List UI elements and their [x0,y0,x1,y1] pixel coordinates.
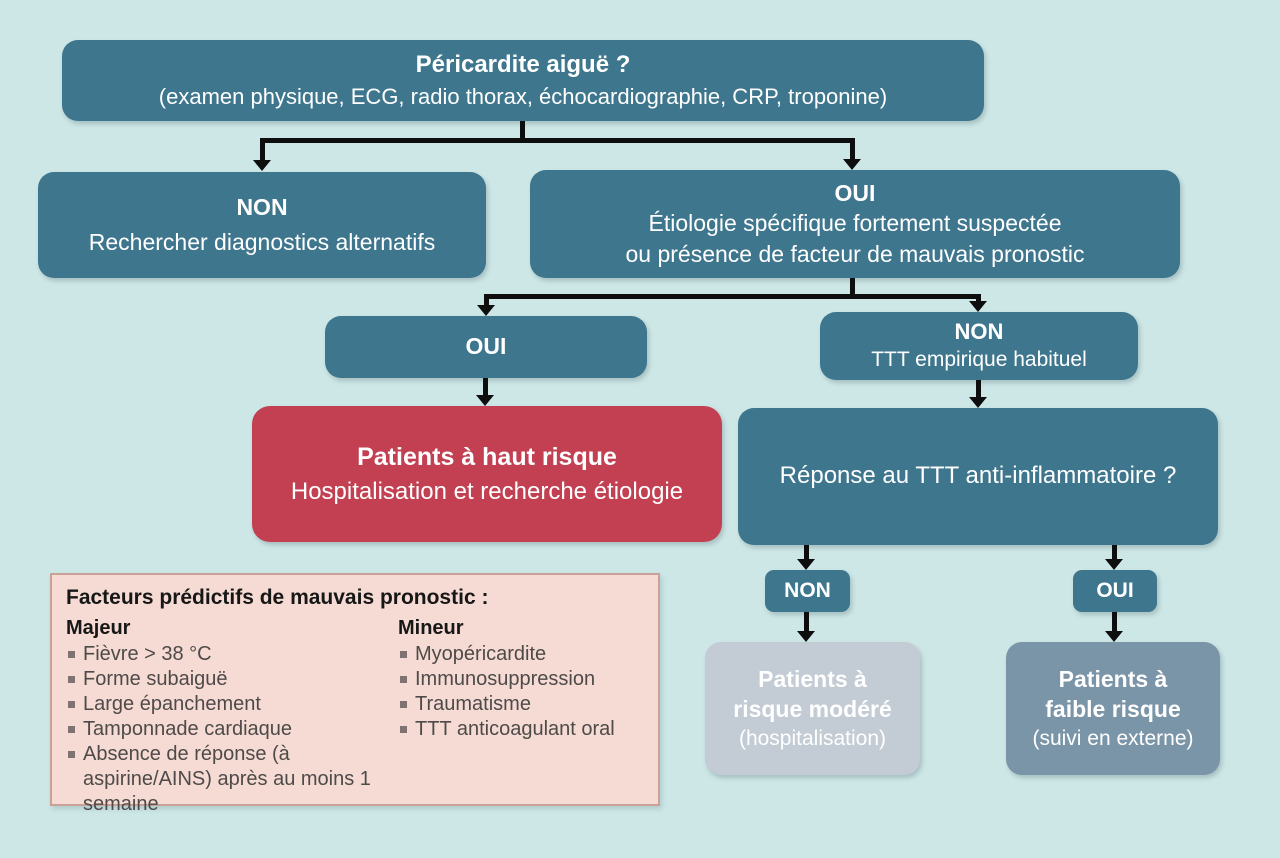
connector-line [1112,612,1117,632]
node-text: TTT empirique habituel [871,348,1087,372]
factors-major-column: Majeur Fièvre > 38 °C Forme subaiguë Lar… [66,617,398,817]
node-oui-high-risk-branch: OUI [325,316,647,378]
arrow-down-icon [1105,631,1123,642]
node-specific-etiology: OUI Étiologie spécifique fortement suspe… [530,170,1180,278]
square-bullet-icon [400,651,407,658]
factor-text: Myopéricardite [415,643,547,665]
factor-text: Traumatisme [415,693,531,715]
list-item: Traumatisme [398,692,644,717]
arrow-down-icon [969,397,987,408]
node-label: OUI [834,179,876,206]
node-question: Réponse au TTT anti-inflammatoire ? [779,462,1177,490]
node-text: Rechercher diagnostics alternatifs [88,229,436,255]
node-text-line1: Étiologie spécifique fortement suspectée [648,210,1062,237]
node-acute-pericarditis: Péricardite aiguë ? (examen physique, EC… [62,40,984,121]
list-item: Forme subaiguë [66,667,388,692]
square-bullet-icon [400,701,407,708]
connector-line [484,294,981,299]
node-response-non: NON [765,570,850,612]
square-bullet-icon [400,726,407,733]
node-low-risk-patients: Patients à faible risque (suivi en exter… [1006,642,1220,775]
node-label: NON [784,578,831,602]
connector-line [804,545,809,560]
square-bullet-icon [400,676,407,683]
node-title-line2: risque modéré [733,695,892,722]
connector-line [1112,545,1117,560]
node-title-line1: Patients à [1058,665,1168,692]
node-subtitle: (examen physique, ECG, radio thorax, éch… [158,83,888,109]
node-response-oui: OUI [1073,570,1157,612]
square-bullet-icon [68,676,75,683]
node-label: NON [954,318,1004,344]
factor-text: Immunosuppression [415,668,596,690]
square-bullet-icon [68,751,75,758]
node-high-risk-patients: Patients à haut risque Hospitalisation e… [252,406,722,542]
node-moderate-risk-patients: Patients à risque modéré (hospitalisatio… [705,642,920,775]
connector-line [850,278,855,299]
arrow-down-icon [843,159,861,170]
arrow-down-icon [253,160,271,171]
connector-line [804,612,809,632]
list-item: Myopéricardite [398,642,644,667]
factor-text: Tamponnade cardiaque [83,718,293,740]
factor-text: Forme subaiguë [83,668,228,690]
connector-line [976,294,981,302]
panel-prognostic-factors: Facteurs prédictifs de mauvais pronostic… [50,573,660,815]
factor-text: Fièvre > 38 °C [83,643,212,665]
factors-major-heading: Majeur [66,617,131,639]
node-subtitle: Hospitalisation et recherche étiologie [290,477,684,505]
list-item: TTT anticoagulant oral [398,717,644,742]
square-bullet-icon [68,651,75,658]
connector-line [850,138,855,160]
arrow-down-icon [1105,559,1123,570]
factor-text: Absence de réponse (à aspirine/AINS) apr… [83,743,371,815]
node-subtitle: (hospitalisation) [738,726,887,750]
connector-line [483,378,488,396]
node-label: OUI [465,333,507,360]
arrow-down-icon [476,395,494,406]
list-item: Fièvre > 38 °C [66,642,388,667]
arrow-down-icon [477,305,495,316]
list-item: Immunosuppression [398,667,644,692]
node-title: Patients à haut risque [357,442,617,471]
connector-line [976,380,981,398]
connector-line [260,138,855,143]
factor-text: TTT anticoagulant oral [415,718,615,740]
node-alternative-diagnostics: NON Rechercher diagnostics alternatifs [38,172,486,278]
node-title-line2: faible risque [1045,695,1181,722]
factors-minor-column: Mineur Myopéricardite Immunosuppression … [398,617,644,817]
factor-text: Large épanchement [83,693,261,715]
arrow-down-icon [797,631,815,642]
square-bullet-icon [68,701,75,708]
connector-line [484,294,489,306]
list-item: Absence de réponse (à aspirine/AINS) apr… [66,742,388,817]
node-empirical-treatment: NON TTT empirique habituel [820,312,1138,380]
arrow-down-icon [969,301,987,312]
factors-title: Facteurs prédictifs de mauvais pronostic… [66,586,489,609]
factors-minor-heading: Mineur [398,617,464,639]
node-text-line2: ou présence de facteur de mauvais pronos… [625,240,1085,267]
connector-line [520,121,525,142]
node-anti-inflammatory-response: Réponse au TTT anti-inflammatoire ? [738,408,1218,545]
list-item: Large épanchement [66,692,388,717]
node-subtitle: (suivi en externe) [1032,726,1194,750]
node-label: NON [236,193,288,220]
list-item: Tamponnade cardiaque [66,717,388,742]
arrow-down-icon [797,559,815,570]
connector-line [260,138,265,161]
node-title: Péricardite aiguë ? [415,51,631,79]
node-label: OUI [1096,578,1134,602]
node-title-line1: Patients à [758,665,867,692]
square-bullet-icon [68,726,75,733]
